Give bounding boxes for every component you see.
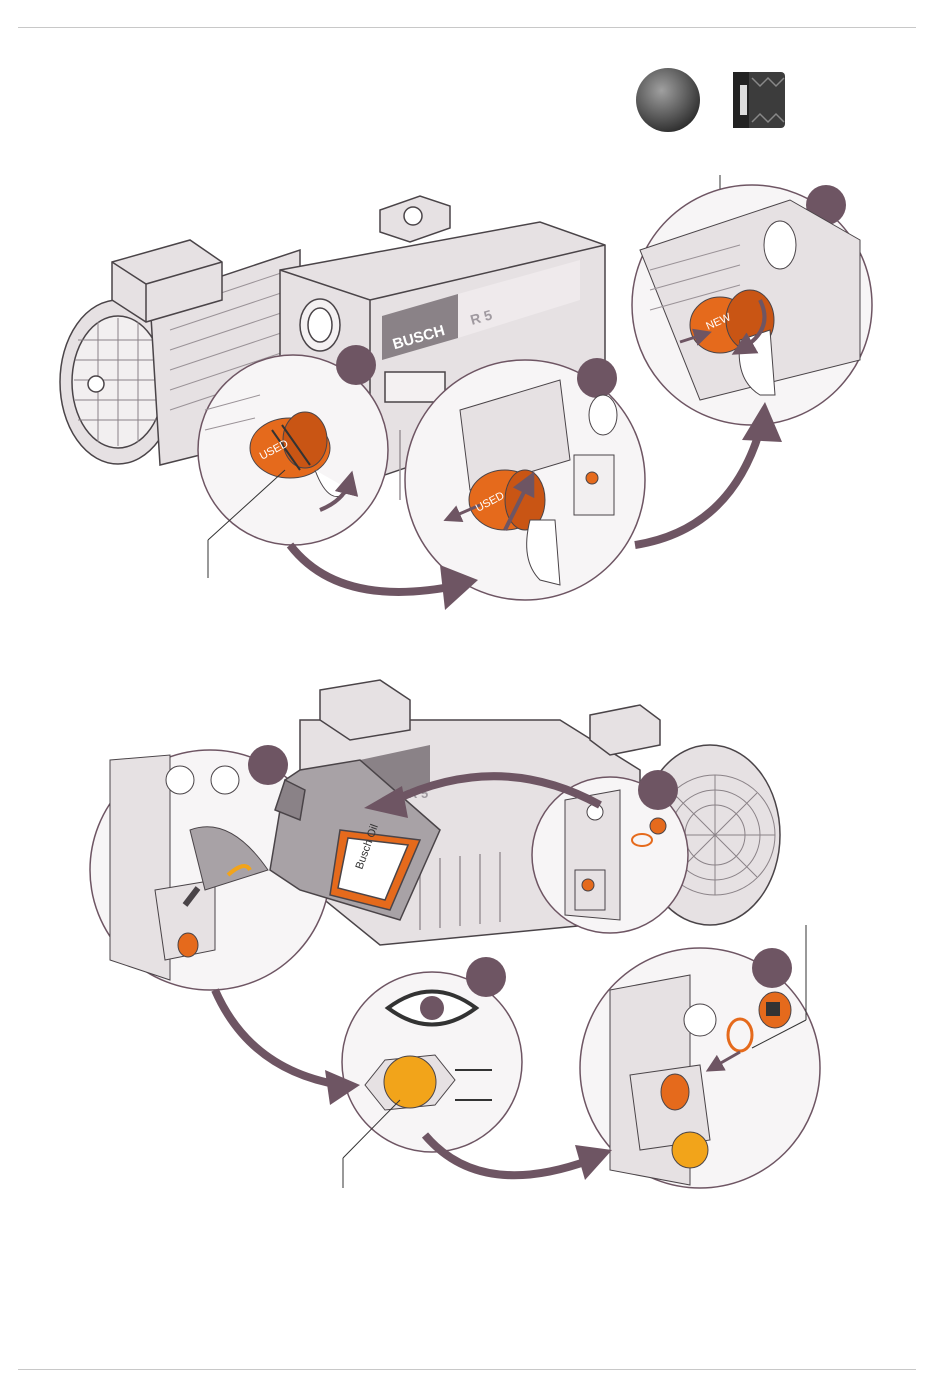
sphere-icon <box>636 68 700 132</box>
oil-filter-cartridge-icon <box>733 72 785 128</box>
detail-circle-close-plug <box>580 948 820 1188</box>
step-badge <box>466 957 506 997</box>
detail-circle-install-filter <box>632 185 872 425</box>
step-badge <box>336 345 376 385</box>
detail-circle-unscrew-filter <box>405 358 645 600</box>
step-badge <box>638 770 678 810</box>
detail-circle-check-level <box>342 957 522 1152</box>
flow-arrow-2 <box>635 430 760 545</box>
step-badge <box>577 358 617 398</box>
flow-arrow-4 <box>215 990 340 1085</box>
step-badge <box>248 745 288 785</box>
drain-plug-icon <box>759 992 791 1028</box>
step-badge <box>752 948 792 988</box>
